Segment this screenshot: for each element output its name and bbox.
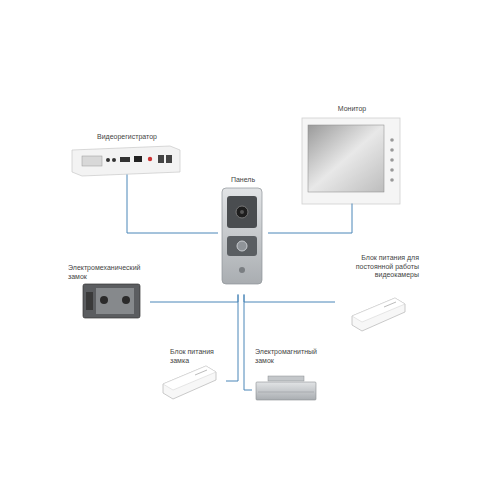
cable-line	[244, 295, 252, 391]
cable-line	[226, 295, 238, 382]
device-node: Электромеханический замок	[66, 264, 150, 321]
device-node: Блок питания замка	[160, 348, 226, 419]
device-label: Монитор	[302, 105, 402, 114]
device-label: Панель	[218, 176, 268, 185]
device-label: Видеорегистратор	[72, 133, 182, 142]
cable-line	[127, 175, 218, 234]
dvr-picture	[72, 146, 180, 176]
power-supply-picture	[352, 298, 405, 331]
cable-line	[268, 204, 352, 234]
door-panel-picture	[222, 188, 262, 284]
device-node: Блок питания для постоянной работы видео…	[335, 254, 419, 332]
electromagnetic-lock-picture	[256, 376, 316, 400]
device-node: Монитор	[302, 105, 402, 204]
device-node: Панель	[218, 176, 268, 295]
device-label: Электромеханический замок	[66, 264, 150, 281]
device-node: Электромагнитный замок	[252, 348, 324, 419]
device-label: Блок питания замка	[160, 348, 226, 365]
device-label: Электромагнитный замок	[252, 348, 324, 365]
device-node: Видеорегистратор	[72, 133, 182, 175]
cable-line	[150, 295, 238, 303]
monitor-picture	[302, 118, 400, 204]
power-supply-picture	[163, 366, 216, 399]
cable-line	[244, 295, 335, 303]
device-label: Блок питания для постоянной работы видео…	[335, 254, 419, 280]
electromechanical-lock-picture	[83, 284, 140, 318]
